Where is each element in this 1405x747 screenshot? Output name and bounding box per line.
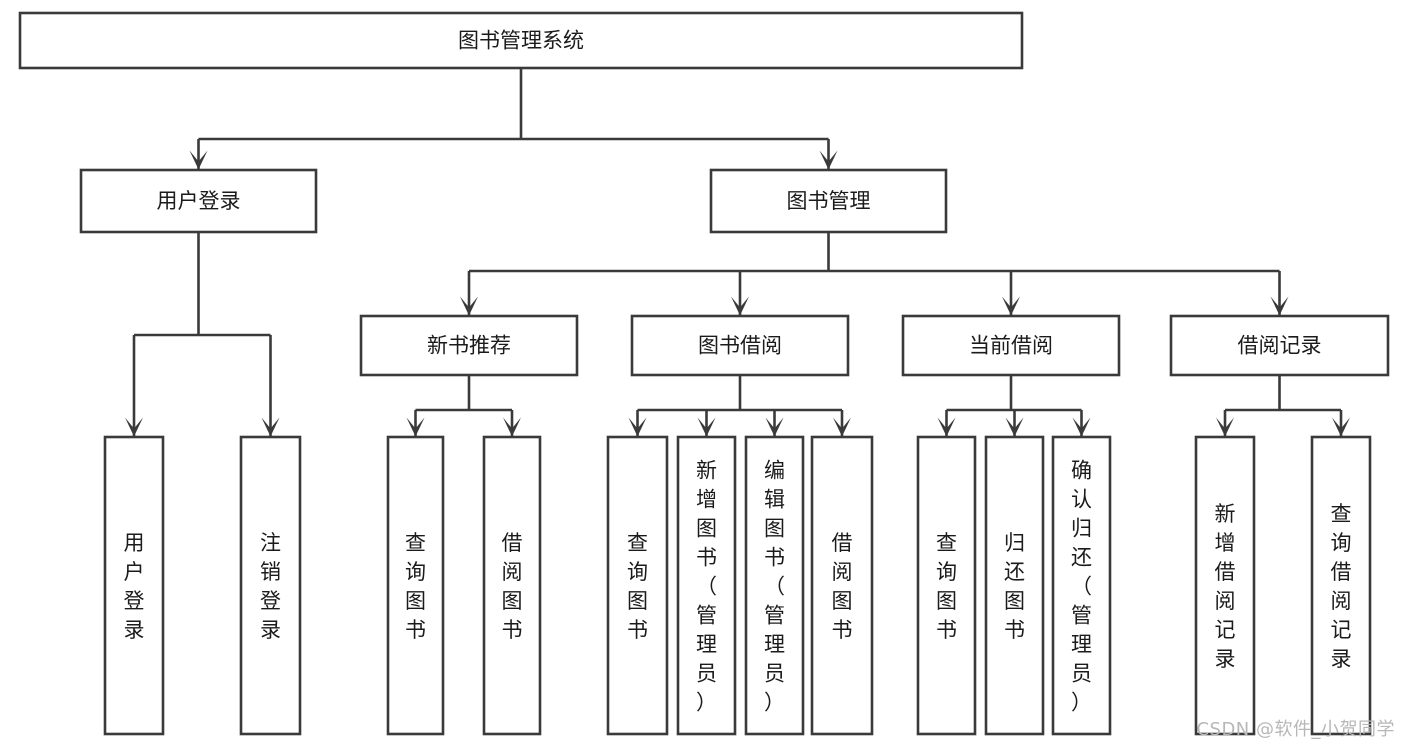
node-l-query-book-2[interactable]: 查询图书	[606, 435, 669, 736]
arrow-head-icon	[1270, 296, 1289, 316]
node-label: 借阅图书	[502, 531, 523, 642]
node-n-book-manage[interactable]: 图书管理	[709, 168, 948, 234]
watermark-text: CSDN @软件_小贺同学	[1196, 719, 1395, 740]
node-box	[810, 435, 874, 736]
node-label: 查询图书	[936, 531, 957, 642]
arrow-head-icon	[1005, 417, 1024, 437]
node-l-query-book-1[interactable]: 查询图书	[386, 435, 445, 736]
node-l-return-book[interactable]: 归还图书	[984, 435, 1045, 736]
node-box	[79, 168, 318, 234]
node-l-borrow-book-1[interactable]: 借阅图书	[482, 435, 542, 736]
arrow-head-icon	[833, 417, 851, 437]
node-label: 借阅图书	[832, 531, 853, 642]
node-label: 新书推荐	[427, 334, 511, 358]
arrow-head-icon	[937, 417, 956, 437]
node-box	[1051, 435, 1112, 736]
node-l-add-book[interactable]: 新增图书（管理员）	[676, 435, 737, 736]
node-n-current-borrow[interactable]: 当前借阅	[901, 314, 1121, 377]
arrow-head-icon	[628, 417, 647, 437]
node-label: 查询借阅记录	[1331, 502, 1352, 671]
arrow-head-icon	[503, 417, 521, 437]
node-l-query-book-3[interactable]: 查询图书	[916, 435, 977, 736]
node-n-borrow-record[interactable]: 借阅记录	[1169, 314, 1390, 377]
arrow-head-icon	[765, 417, 784, 437]
node-label: 图书管理系统	[458, 29, 584, 53]
arrow-head-icon	[460, 296, 478, 316]
node-label: 注销登录	[260, 531, 281, 642]
arrow-head-icon	[406, 417, 425, 437]
node-l-confirm-return[interactable]: 确认归还（管理员）	[1051, 435, 1112, 736]
node-label: 新增图书（管理员）	[696, 459, 717, 715]
node-box	[386, 435, 445, 736]
arrow-head-icon	[1002, 296, 1020, 316]
node-box	[1310, 435, 1372, 736]
arrow-head-icon	[1072, 417, 1091, 437]
arrow-head-icon	[189, 150, 208, 170]
node-l-query-record[interactable]: 查询借阅记录	[1310, 435, 1372, 736]
arrow-head-icon	[261, 417, 280, 437]
connector-layer	[125, 68, 1350, 437]
node-label: 查询图书	[627, 531, 648, 642]
node-label: 编辑图书（管理员）	[764, 459, 785, 715]
arrow-head-icon	[697, 417, 716, 437]
node-label: 确认归还（管理员）	[1071, 459, 1092, 715]
node-label: 归还图书	[1004, 531, 1025, 642]
arrow-head-icon	[731, 296, 749, 316]
node-layer: 图书管理系统用户登录图书管理新书推荐图书借阅当前借阅借阅记录用户登录注销登录查询…	[18, 11, 1390, 736]
node-box	[709, 168, 948, 234]
node-label: 借阅记录	[1238, 334, 1322, 358]
node-label: 用户登录	[124, 531, 145, 642]
node-label: 新增借阅记录	[1215, 502, 1236, 671]
node-l-borrow-book-2[interactable]: 借阅图书	[810, 435, 874, 736]
node-box	[482, 435, 542, 736]
node-box	[676, 435, 737, 736]
arrow-head-icon	[1332, 417, 1350, 437]
arrow-head-icon	[125, 417, 143, 437]
node-box	[1194, 435, 1256, 736]
node-box	[916, 435, 977, 736]
node-l-user-login[interactable]: 用户登录	[103, 435, 165, 736]
node-box	[630, 314, 850, 377]
node-l-add-record[interactable]: 新增借阅记录	[1194, 435, 1256, 736]
node-box	[1169, 314, 1390, 377]
node-box	[606, 435, 669, 736]
node-label: 用户登录	[157, 189, 241, 213]
node-box	[984, 435, 1045, 736]
node-label: 图书借阅	[698, 334, 782, 358]
node-label: 查询图书	[405, 531, 426, 642]
node-box	[103, 435, 165, 736]
node-box	[359, 314, 579, 377]
node-l-edit-book[interactable]: 编辑图书（管理员）	[744, 435, 805, 736]
node-label: 图书管理	[787, 189, 871, 213]
node-box	[239, 435, 302, 736]
node-n-book-borrow[interactable]: 图书借阅	[630, 314, 850, 377]
arrow-head-icon	[819, 150, 838, 170]
node-root[interactable]: 图书管理系统	[18, 11, 1024, 70]
node-box	[744, 435, 805, 736]
node-label: 当前借阅	[969, 334, 1053, 358]
node-n-new-book-rec[interactable]: 新书推荐	[359, 314, 579, 377]
node-n-user-login[interactable]: 用户登录	[79, 168, 318, 234]
node-box	[18, 11, 1024, 70]
arrow-head-icon	[1216, 417, 1234, 437]
node-box	[901, 314, 1121, 377]
node-l-user-logout[interactable]: 注销登录	[239, 435, 302, 736]
